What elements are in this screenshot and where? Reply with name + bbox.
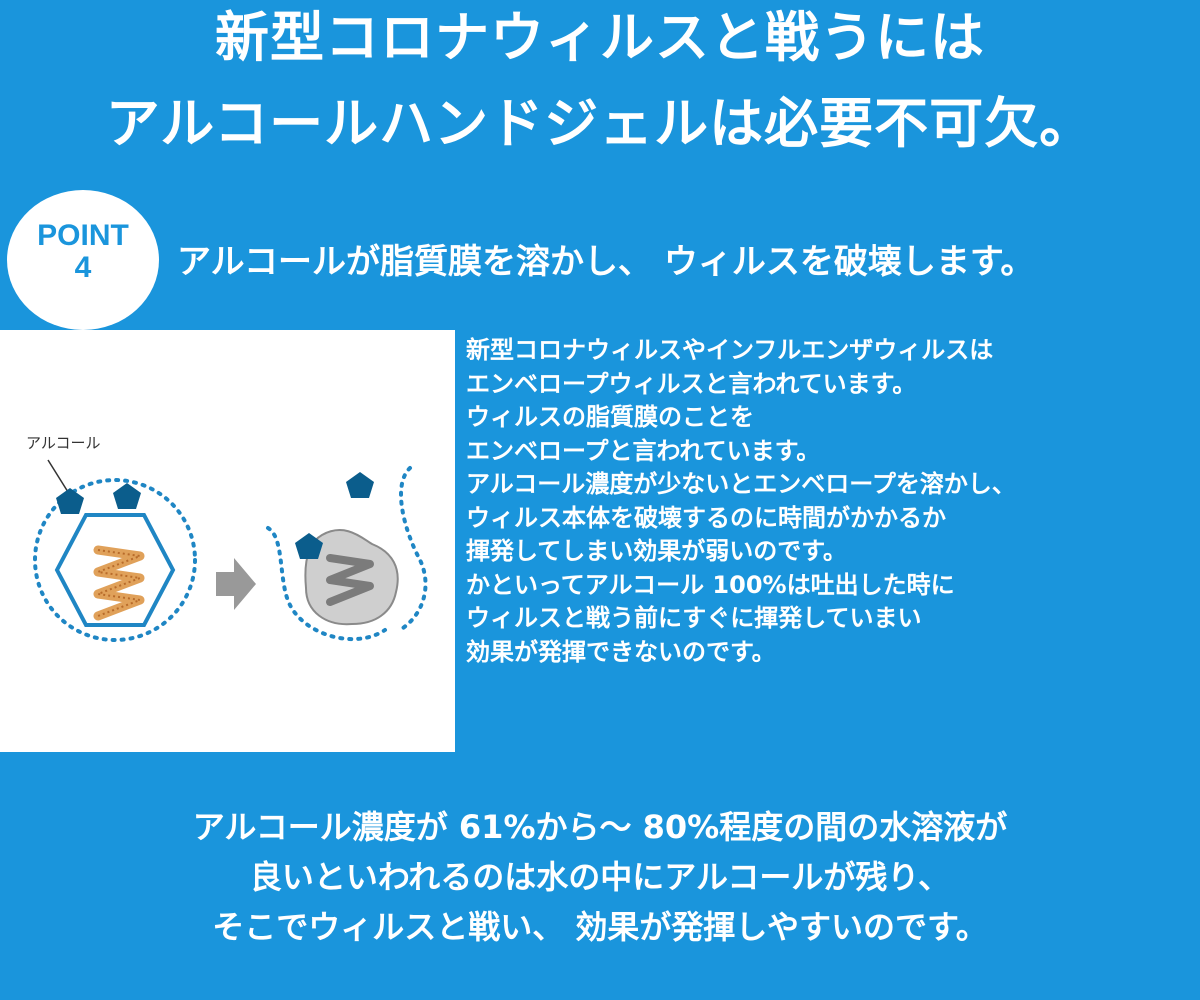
point-badge: POINT 4: [7, 190, 159, 330]
alcohol-pentagon-icon: [346, 472, 374, 498]
alcohol-pentagon-icon: [113, 483, 141, 509]
rna-gray-icon: [326, 554, 374, 606]
rna-orange-icon: [93, 545, 145, 621]
label-pointer-line: [47, 459, 69, 493]
description-line: かといってアルコール 100%は吐出した時に: [466, 570, 955, 599]
summary-line: そこでウィルスと戦い、 効果が発揮しやすいのです。: [212, 908, 988, 946]
description-line: ウィルスと戦う前にすぐに揮発していまい: [466, 604, 922, 632]
point-title: アルコールが脂質膜を溶かし、 ウィルスを破壊します。: [177, 242, 1035, 282]
description-line: 揮発してしまい効果が弱いのです。: [466, 537, 847, 565]
description-line: エンベロープと言われています。: [466, 436, 821, 465]
virus-hexagon-icon: [54, 513, 176, 627]
alcohol-pentagon-icon: [56, 488, 84, 514]
summary-line: アルコール濃度が 61%から～ 80%程度の間の水溶液が: [192, 808, 1008, 846]
headline-line-2: アルコールハンドジェルは必要不可欠。: [105, 92, 1095, 155]
description-line: 新型コロナウィルスやインフルエンザウィルスは: [466, 336, 994, 364]
description-line: ウィルス本体を破壊するのに時間がかかるか: [466, 503, 946, 532]
alcohol-pentagon-icon: [295, 533, 323, 559]
description-text: 新型コロナウィルスやインフルエンザウィルスは エンベロープウィルスと言われていま…: [466, 334, 1186, 669]
summary-line: 良いといわれるのは水の中にアルコールが残り、: [249, 858, 951, 896]
alcohol-label: アルコール: [26, 434, 101, 452]
virus-illustration: アルコール: [0, 330, 455, 752]
arrow-right-icon: [216, 558, 256, 610]
description-line: 効果が発揮できないのです。: [466, 637, 776, 666]
envelope-dotted-circle: [33, 478, 197, 642]
point-number: 4: [74, 251, 92, 284]
summary-text: アルコール濃度が 61%から～ 80%程度の間の水溶液が 良いといわれるのは水の…: [0, 802, 1200, 952]
headline-line-1: 新型コロナウィルスと戦うには: [215, 6, 985, 69]
broken-envelope-arc: [398, 466, 428, 632]
description-line: アルコール濃度が少ないとエンベロープを溶かし、: [466, 470, 1016, 498]
description-line: エンベロープウィルスと言われています。: [466, 369, 917, 398]
broken-envelope-arc: [266, 526, 387, 642]
point-word: POINT: [37, 219, 129, 252]
illustration-svg: [33, 459, 428, 642]
description-line: ウィルスの脂質膜のことを: [466, 403, 754, 431]
